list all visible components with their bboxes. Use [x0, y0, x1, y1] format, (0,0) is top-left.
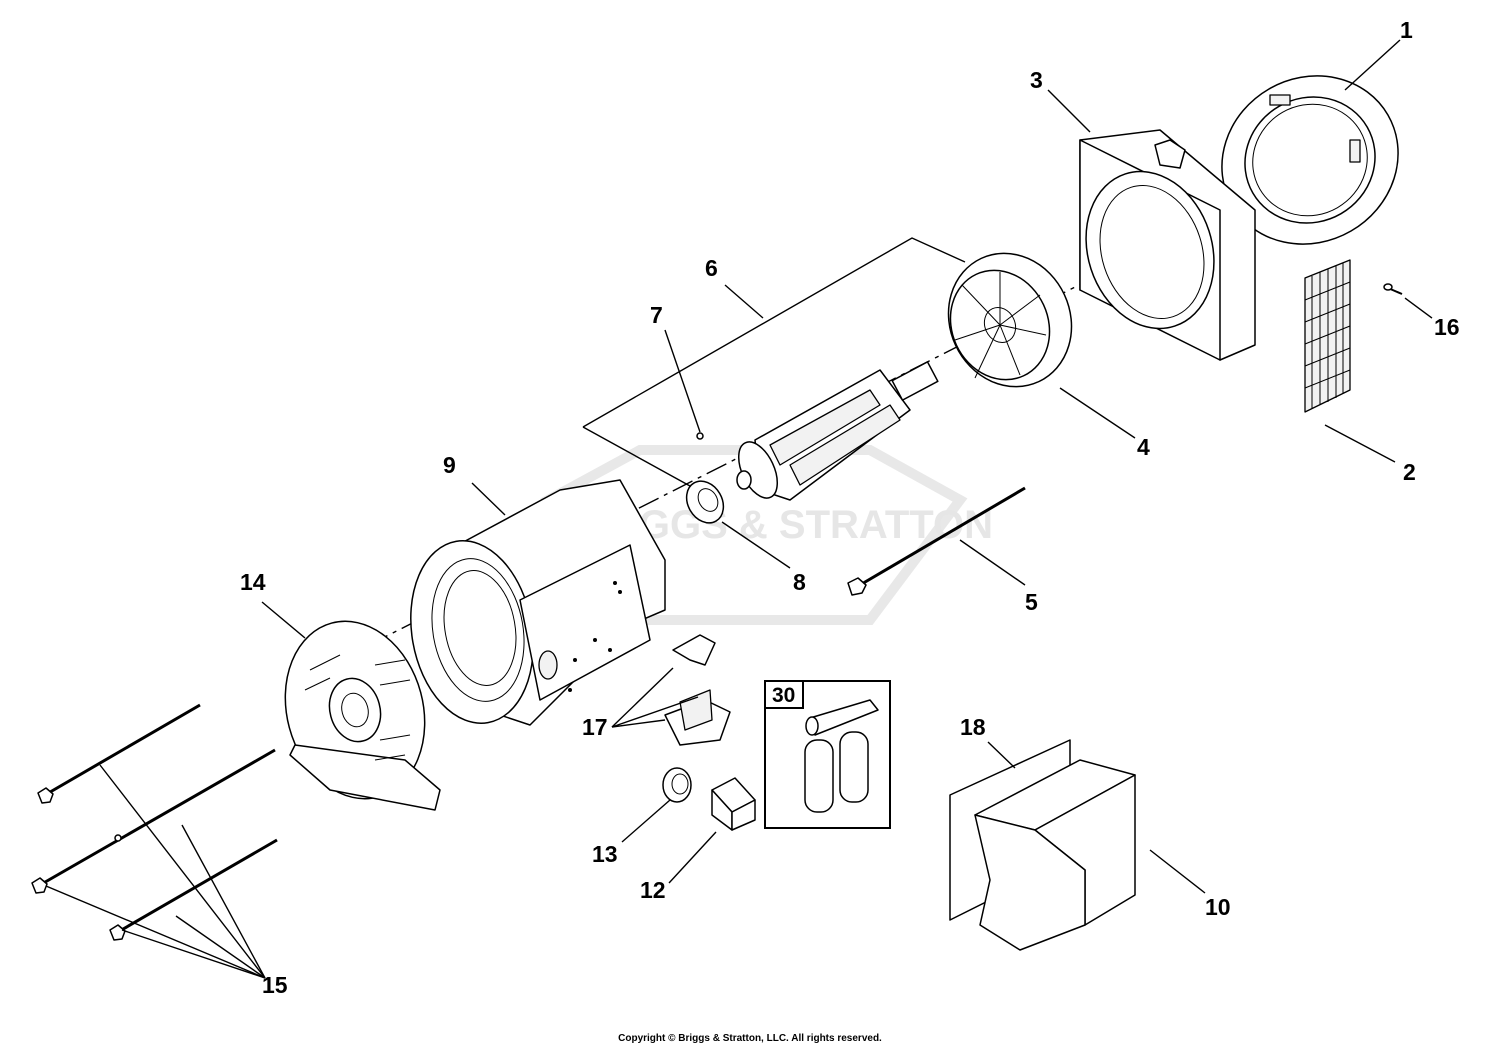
part-16-screw — [1383, 283, 1403, 295]
callout-9: 9 — [443, 452, 456, 478]
callout-3: 3 — [1030, 67, 1043, 93]
callout-7: 7 — [650, 302, 663, 328]
callout-2: 2 — [1403, 459, 1416, 485]
part-6-bracket-top — [582, 237, 966, 428]
callout-14: 14 — [240, 569, 266, 595]
part-17-brush-holders — [664, 634, 731, 746]
part-4-fan — [947, 252, 1073, 388]
part-8-bearing — [685, 480, 725, 524]
callout-10: 10 — [1205, 894, 1231, 920]
callout-6: 6 — [705, 255, 718, 281]
part-6-rotor — [736, 361, 939, 501]
callout-16: 16 — [1434, 314, 1460, 340]
callout-4: 4 — [1137, 434, 1150, 460]
part-3-housing — [1079, 129, 1256, 361]
kit-30-label: 30 — [772, 684, 795, 707]
callout-5: 5 — [1025, 589, 1038, 615]
part-13-grommet — [662, 767, 692, 803]
callout-18: 18 — [960, 714, 986, 740]
part-6-bracket-bottom — [582, 426, 691, 487]
callout-labels: 1 2 3 4 5 6 7 8 9 10 12 13 14 15 16 17 1… — [240, 17, 1460, 998]
callout-8: 8 — [793, 569, 806, 595]
part-9-stator — [410, 479, 666, 726]
part-2-screen — [1304, 259, 1351, 413]
part-14-end-cover — [284, 620, 441, 811]
part-10-cover — [974, 759, 1136, 951]
copyright-notice: Copyright © Briggs & Stratton, LLC. All … — [618, 1033, 882, 1044]
part-15-rods — [31, 703, 278, 941]
part-1-end-plate — [1221, 75, 1399, 245]
callout-12: 12 — [640, 877, 666, 903]
part-5-through-bolt — [847, 486, 1026, 596]
callout-1: 1 — [1400, 17, 1413, 43]
part-7-ball — [696, 432, 704, 440]
part-12-terminal-block — [711, 777, 756, 831]
kit-30-box: 30 — [764, 680, 891, 829]
callout-15: 15 — [262, 972, 288, 998]
kit-30-capacitor-assembly — [804, 699, 879, 813]
callout-17: 17 — [582, 714, 608, 740]
callout-13: 13 — [592, 841, 618, 867]
leader-lines — [45, 39, 1433, 979]
